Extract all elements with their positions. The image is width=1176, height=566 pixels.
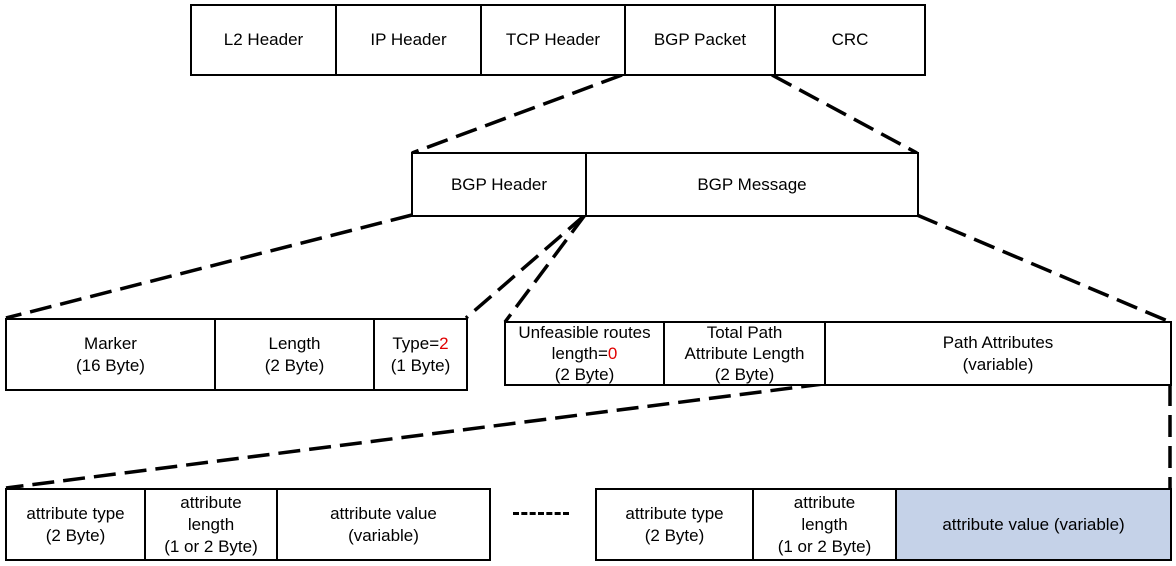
path-attributes-cell: Path Attributes (variable) [824,323,1170,384]
bgp-header-cell: BGP Header [413,154,585,215]
attr-length-line1: attribute [180,492,242,512]
path-attributes-label: Path Attributes [942,332,1054,352]
unfeasible-value: 0 [607,344,618,363]
attr-length-size: (1 or 2 Byte) [777,536,872,556]
ip-header-cell: IP Header [335,6,480,74]
attr-value-size: (variable) [348,525,419,545]
connector-line [5,382,824,490]
attr-value-label: attribute value (variable) [942,514,1125,534]
crc-cell: CRC [774,6,924,74]
attr-length-line2: length [187,514,235,534]
connector-line [503,213,587,324]
attr-length-size: (1 or 2 Byte) [164,536,258,556]
total-size: (2 Byte) [714,365,775,384]
frame-row: L2 Header IP Header TCP Header BGP Packe… [190,4,926,76]
bgp-message-label: BGP Message [697,174,807,194]
bgp-message-fields: Unfeasible routes length=0 (2 Byte) Tota… [504,321,1172,386]
bgp-header-fields: Marker (16 Byte) Length (2 Byte) Type=2 … [5,318,468,391]
attr-type-size: (2 Byte) [644,525,705,545]
attr-value-cell-left: attribute value (variable) [276,490,489,559]
bgp-packet-row: BGP Header BGP Message [411,152,919,217]
total-line1: Total Path [706,323,783,342]
ellipsis-separator [513,512,569,515]
total-path-attr-length-cell: Total Path Attribute Length (2 Byte) [663,323,824,384]
connector-line [464,213,587,320]
bgp-message-cell: BGP Message [585,154,917,215]
marker-cell: Marker (16 Byte) [7,320,214,389]
type-label: Type= [392,333,440,353]
unfeasible-line2: length=0 [552,343,618,364]
attr-length-cell-left: attribute length (1 or 2 Byte) [144,490,276,559]
type-size: (1 Byte) [390,355,451,375]
length-label: Length [268,333,321,353]
tcp-header-cell: TCP Header [480,6,624,74]
unfeasible-size: (2 Byte) [554,365,615,384]
connector-line [916,213,1171,324]
unfeasible-line1: Unfeasible routes [518,323,651,342]
connector-line [411,73,623,155]
l2-header-label: L2 Header [223,30,304,49]
attribute-left: attribute type (2 Byte) attribute length… [5,488,491,561]
tcp-header-label: TCP Header [505,30,601,49]
attr-length-line1: attribute [793,492,856,512]
length-size: (2 Byte) [264,355,325,375]
connector-line [5,213,413,320]
bgp-packet-label: BGP Packet [653,30,747,49]
total-line2: Attribute Length [684,344,805,363]
type-cell: Type=2 (1 Byte) [373,320,466,389]
attr-type-label: attribute type [26,503,125,523]
bgp-header-label: BGP Header [450,174,548,194]
marker-label: Marker [84,333,137,353]
connector-line [771,73,918,155]
unfeasible-label: length= [551,344,608,363]
path-attributes-size: (variable) [962,354,1034,374]
crc-label: CRC [831,30,869,49]
attr-value-label: attribute value [330,503,437,523]
attr-type-size: (2 Byte) [45,525,106,545]
length-cell: Length (2 Byte) [214,320,373,389]
type-line: Type=2 [392,333,448,355]
marker-size: (16 Byte) [76,355,145,375]
attr-type-cell-left: attribute type (2 Byte) [7,490,144,559]
bgp-packet-cell: BGP Packet [624,6,774,74]
unfeasible-routes-cell: Unfeasible routes length=0 (2 Byte) [506,323,663,384]
attr-length-line2: length [801,514,848,534]
type-value: 2 [439,333,449,353]
l2-header-cell: L2 Header [192,6,335,74]
attr-type-label: attribute type [625,503,724,523]
attribute-right: attribute type (2 Byte) attribute length… [595,488,1172,561]
attr-value-cell-right: attribute value (variable) [895,490,1170,559]
attr-length-cell-right: attribute length (1 or 2 Byte) [752,490,895,559]
attr-type-cell-right: attribute type (2 Byte) [597,490,752,559]
ip-header-label: IP Header [370,30,447,49]
